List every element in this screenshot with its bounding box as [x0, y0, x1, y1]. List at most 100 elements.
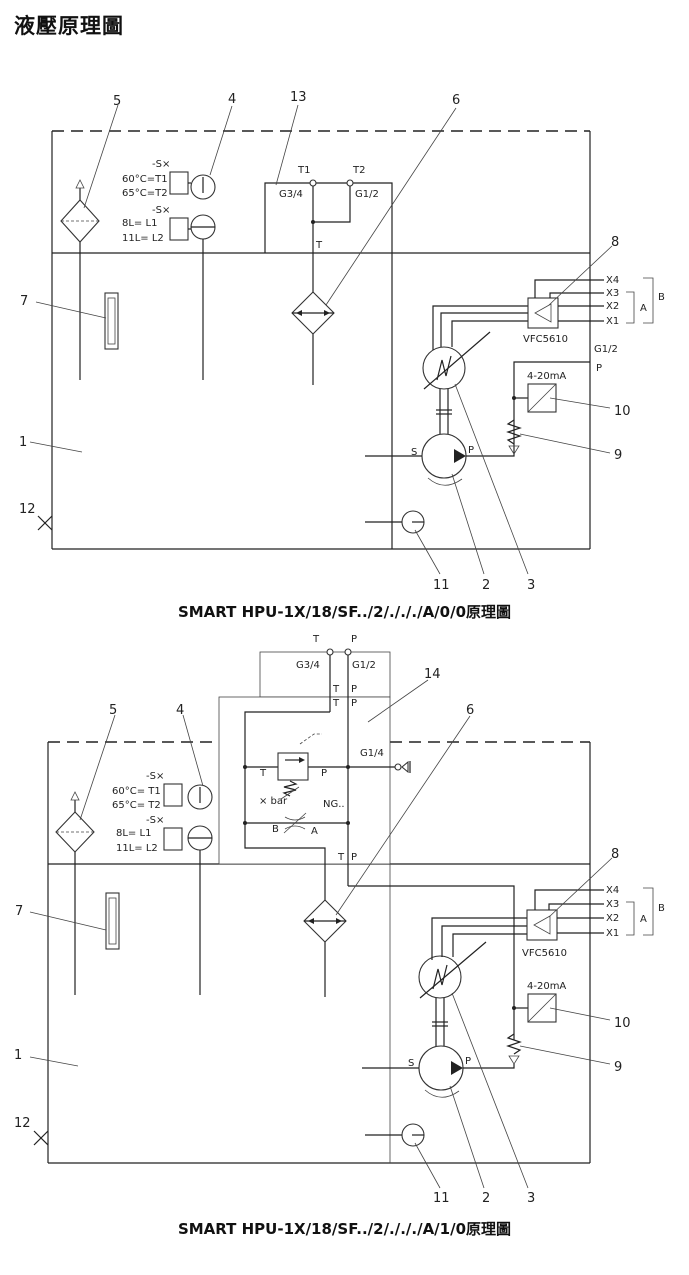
motor-wire-3	[451, 320, 528, 347]
x2-2-label: X2	[606, 913, 619, 924]
callout2-3: 3	[527, 1191, 535, 1206]
motor-m-mark	[436, 355, 452, 381]
sight-glass-inner	[107, 297, 116, 345]
leader-13	[275, 104, 299, 186]
g34-label: G3/4	[279, 189, 303, 200]
j5	[512, 1006, 516, 1010]
callout2-6: 6	[466, 703, 474, 718]
motor-variable-arrow	[423, 331, 491, 390]
caption-bottom-suffix: /0原理圖	[450, 1220, 512, 1238]
callout-5: 5	[113, 94, 121, 109]
vfc2-triangle-icon	[533, 915, 551, 935]
cooler2-arrow-left-icon	[308, 918, 314, 924]
top-p-label: P	[351, 634, 357, 645]
x1-2-label: X1	[606, 928, 619, 939]
x3-line-2	[548, 903, 604, 910]
bracket-b	[643, 277, 654, 324]
leader-8	[548, 245, 613, 306]
throttle-a-label: A	[311, 826, 318, 837]
t2-link	[313, 186, 351, 223]
j3	[243, 821, 247, 825]
motor2-m-mark	[432, 964, 448, 990]
caption-top-variant: 0	[439, 603, 451, 621]
s-label: S	[411, 447, 417, 458]
valve-block-13	[264, 182, 393, 253]
tp1-p: P	[351, 684, 357, 695]
callout-8: 8	[611, 235, 619, 250]
bracket2-a	[626, 901, 635, 936]
temp1-2-label: 60°C= T1	[112, 786, 161, 797]
b-2-label: B	[658, 903, 665, 914]
leader-11	[414, 529, 441, 575]
callout2-7: 7	[15, 904, 23, 919]
relief-valve-block	[277, 752, 309, 781]
g14-label: G1/4	[360, 748, 384, 759]
tp1-t: T	[332, 684, 340, 695]
callout2-2: 2	[482, 1191, 490, 1206]
motor-wire-1	[432, 305, 528, 350]
leader2-9	[519, 1045, 611, 1065]
port-t1-label: T1	[297, 165, 310, 176]
leader2-8	[548, 857, 613, 918]
bar-label: × bar	[259, 796, 288, 807]
a-label: A	[640, 303, 647, 314]
s2-label: -S×	[152, 205, 170, 216]
pump2-p-label: P	[465, 1056, 471, 1067]
ma2-label: 4-20mA	[527, 981, 566, 992]
s2-pump-label: S	[408, 1058, 414, 1069]
level2-switch-box	[163, 827, 183, 851]
caption-bottom-pre: SMART HPU-1X/18/SF../2/./././A/	[177, 1220, 440, 1238]
leader-4	[209, 105, 233, 176]
callout2-10: 10	[614, 1016, 631, 1031]
pressure-route	[348, 885, 515, 1040]
j2	[346, 765, 350, 769]
motor-wire-2	[440, 312, 528, 347]
j1	[243, 765, 247, 769]
g12b-label: G1/2	[594, 344, 618, 355]
level2-label: 11L= L2	[122, 233, 164, 244]
motor2-wire-2	[441, 925, 527, 957]
callout-1: 1	[19, 435, 27, 450]
temp2-label: 65°C=T2	[122, 188, 168, 199]
callout2-4: 4	[176, 703, 184, 718]
p-label: P	[596, 363, 602, 374]
throttle-icon	[284, 816, 306, 830]
valve-spring-icon	[282, 780, 298, 797]
pump-p-label: P	[468, 445, 474, 456]
callout-6: 6	[452, 93, 460, 108]
transducer-diag	[527, 383, 557, 413]
motor2-wire-1	[431, 917, 527, 960]
g12-2-label: G1/2	[352, 660, 376, 671]
s1-2-label: -S×	[146, 771, 164, 782]
port-t2-label: T2	[352, 165, 365, 176]
pressure-line	[466, 398, 515, 457]
leader-9	[519, 433, 611, 454]
cooler-arrow-left-icon	[296, 310, 302, 316]
leader2-10	[549, 1007, 611, 1021]
t-loop	[244, 711, 330, 997]
x1-label: X1	[606, 316, 619, 327]
manifold-top-block	[259, 651, 391, 698]
callout-7: 7	[20, 294, 28, 309]
valve-p-label: P	[321, 768, 327, 779]
callout2-11: 11	[433, 1191, 450, 1206]
drain2-cross2	[33, 1130, 49, 1146]
gauge-port	[394, 763, 402, 771]
leader-5	[83, 104, 119, 209]
relief2-valve-seat	[508, 1055, 520, 1065]
port-t	[326, 648, 334, 656]
b-label: B	[658, 292, 665, 303]
leader-7	[35, 301, 107, 319]
callout2-1: 1	[14, 1048, 22, 1063]
vfc-label: VFC5610	[523, 334, 568, 345]
relief-spring-icon	[506, 419, 522, 445]
callout2-14: 14	[424, 667, 441, 682]
relief2-spring-icon	[506, 1033, 522, 1055]
x3-label: X3	[606, 288, 619, 299]
x4-line-2	[534, 889, 604, 910]
s1-label: -S×	[152, 159, 170, 170]
callout2-8: 8	[611, 847, 619, 862]
drain-cross2	[37, 515, 53, 531]
leader2-7	[29, 911, 107, 931]
